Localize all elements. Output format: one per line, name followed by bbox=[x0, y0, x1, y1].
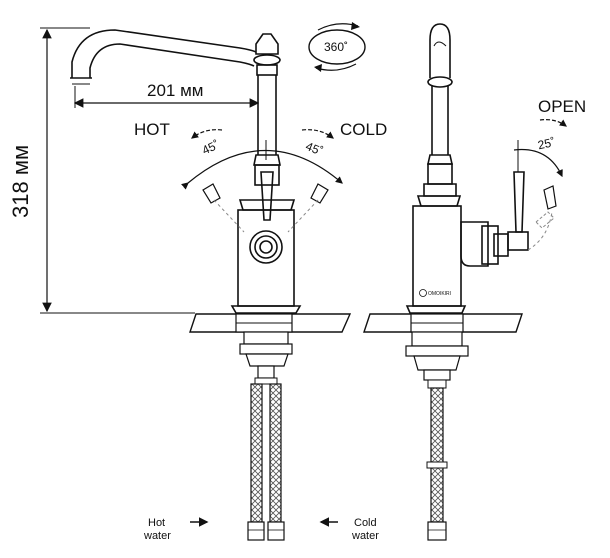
hot-angle-label: 45˚ bbox=[200, 137, 222, 157]
open-label: OPEN bbox=[538, 97, 586, 116]
side-hose bbox=[426, 387, 448, 541]
rotation-360-icon: 360˚ bbox=[308, 22, 366, 72]
cold-water-label-line2: water bbox=[351, 530, 379, 542]
reach-dimension: 201 мм bbox=[73, 81, 260, 108]
open-lever-arc bbox=[513, 119, 567, 251]
cold-angle-label: 45˚ bbox=[304, 139, 325, 158]
rotation-label: 360˚ bbox=[324, 40, 348, 54]
brand-logo-text: OMOIKIRI bbox=[428, 291, 451, 297]
hot-label: HOT bbox=[134, 120, 170, 139]
cold-label: COLD bbox=[340, 120, 387, 139]
height-dimension: 318 мм bbox=[8, 27, 195, 314]
side-view bbox=[405, 23, 529, 314]
front-hoses bbox=[247, 383, 285, 541]
reach-label: 201 мм bbox=[147, 81, 203, 100]
front-view bbox=[70, 29, 302, 314]
open-angle-label: 25˚ bbox=[536, 135, 556, 152]
hot-water-label-line1: Hot bbox=[148, 517, 165, 529]
height-label: 318 мм bbox=[8, 145, 33, 218]
cold-water-label-line1: Cold bbox=[354, 517, 377, 529]
brand-logo: OMOIKIRI bbox=[419, 289, 451, 297]
lever-rotation-arc bbox=[181, 129, 343, 233]
hot-water-label-line2: water bbox=[143, 530, 171, 542]
side-countertop bbox=[363, 313, 523, 389]
front-countertop bbox=[189, 313, 352, 385]
